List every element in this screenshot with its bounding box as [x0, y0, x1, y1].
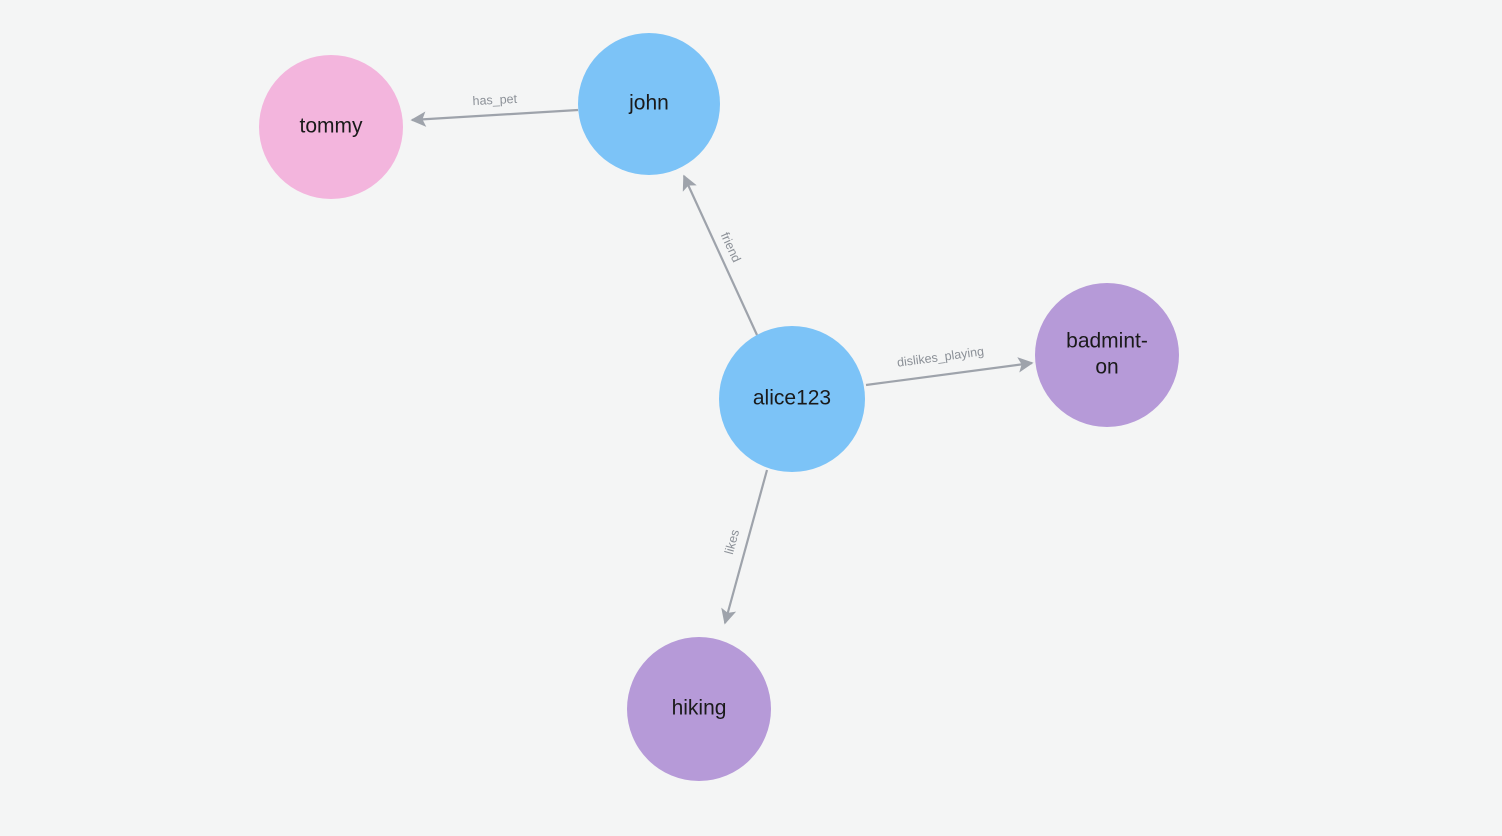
node-circle[interactable]: [1035, 283, 1179, 427]
edge-line[interactable]: [682, 174, 758, 336]
node-circle[interactable]: [259, 55, 403, 199]
graph-node-tommy[interactable]: tommy: [259, 55, 403, 199]
node-circle[interactable]: [578, 33, 720, 175]
edge-line[interactable]: [865, 357, 1034, 387]
edge-line[interactable]: [721, 469, 769, 625]
graph-node-hiking[interactable]: hiking: [627, 637, 771, 781]
edge-label: has_pet: [472, 92, 518, 108]
graph-edge[interactable]: likes: [721, 469, 769, 625]
edge-label: likes: [722, 528, 742, 556]
graph-node-badminton[interactable]: badmint-on: [1035, 283, 1179, 427]
graph-node-alice123[interactable]: alice123: [719, 326, 865, 472]
graph-edge[interactable]: has_pet: [410, 92, 579, 127]
edge-line[interactable]: [410, 108, 579, 127]
node-circle[interactable]: [627, 637, 771, 781]
node-circle[interactable]: [719, 326, 865, 472]
graph-node-john[interactable]: john: [578, 33, 720, 175]
